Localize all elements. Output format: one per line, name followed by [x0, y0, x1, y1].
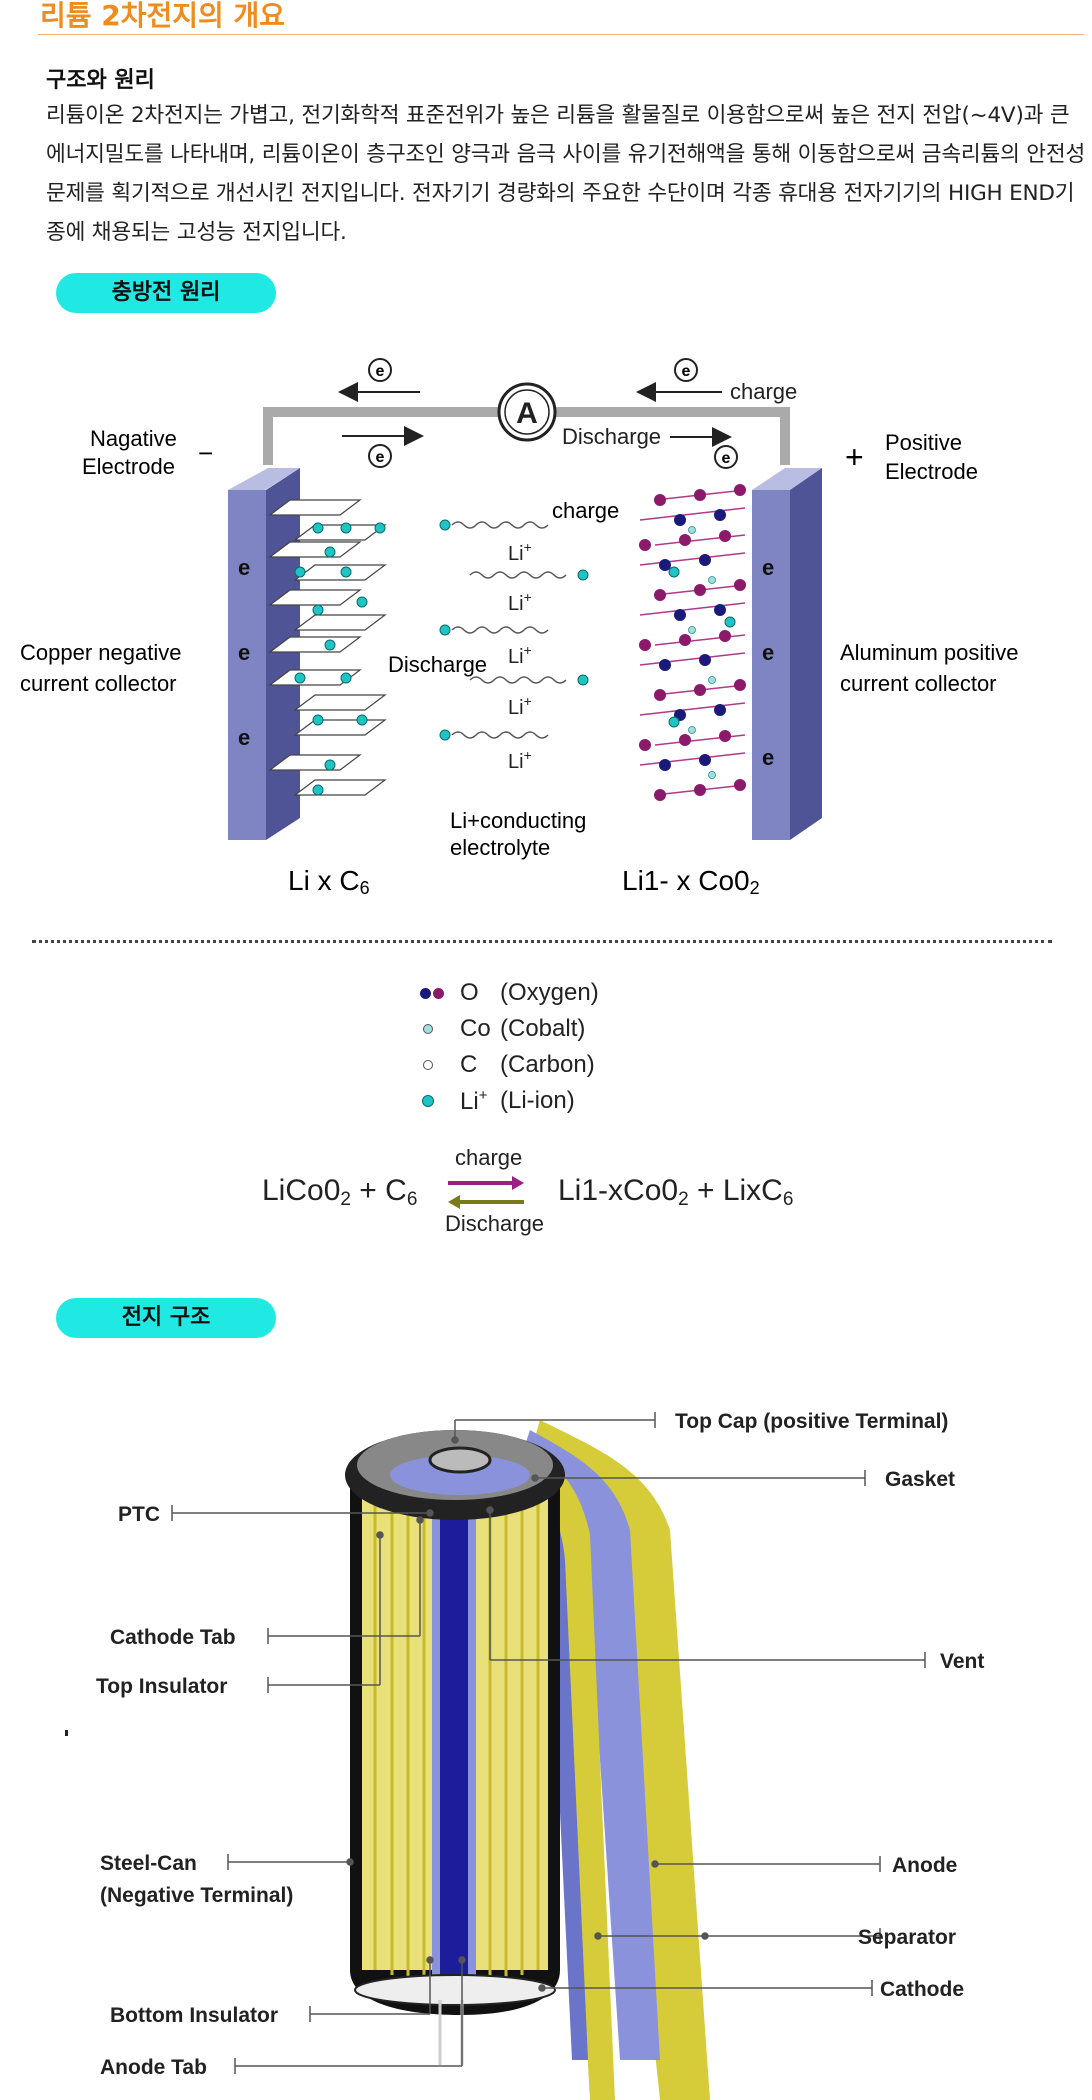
dotted-divider — [32, 940, 1052, 943]
li-ion-icon — [420, 1095, 460, 1107]
label-top-cap: Top Cap (positive Terminal) — [675, 1410, 948, 1433]
copper-collector-line2: current collector — [20, 671, 177, 696]
label-anode: Anode — [892, 1854, 957, 1877]
cathode-sheet — [505, 1440, 615, 2100]
cobalt-icon — [420, 1024, 460, 1034]
oxygen-icon — [420, 987, 460, 999]
electrolyte-line2: electrolyte — [450, 835, 550, 860]
legend-carbon: C (Carbon) — [420, 1047, 599, 1083]
label-cathode-tab: Cathode Tab — [110, 1626, 236, 1649]
equation-right: Li1-xCo02 + LixC6 — [558, 1174, 793, 1210]
negative-sign: − — [198, 438, 213, 468]
equation-left: LiCo02 + C6 — [262, 1174, 417, 1210]
ammeter-label: A — [516, 397, 538, 430]
pill-charge-principle: 충방전 원리 — [56, 273, 276, 313]
legend-cobalt-name: (Cobalt) — [500, 1015, 586, 1042]
charge-label-top: charge — [730, 379, 797, 404]
positive-electrode-line1: Positive — [885, 430, 962, 455]
legend-li-symbol: Li+ — [460, 1086, 488, 1115]
legend-cobalt: Co (Cobalt) — [420, 1011, 599, 1047]
electron-label-4: e — [722, 450, 731, 467]
li-ion-label-5: Li+ — [508, 747, 532, 773]
legend-li-name: (Li-ion) — [500, 1087, 575, 1114]
label-vent: Vent — [940, 1650, 984, 1673]
electrolyte-line1: Li+conducting — [450, 808, 586, 833]
legend-li-ion: Li+ (Li-ion) — [420, 1083, 599, 1119]
page-title: 리튬 2차전지의 개요 — [40, 0, 286, 32]
separator-sheet — [520, 1430, 660, 2060]
carbon-icon — [420, 1060, 460, 1070]
atom-legend: O (Oxygen) Co (Cobalt) C (Carbon) Li+ (L… — [420, 975, 599, 1119]
anode-li-ions — [294, 522, 386, 796]
label-gasket: Gasket — [885, 1468, 955, 1491]
collector-electron-4: e — [762, 555, 774, 580]
cathode-formula: Li1- x Co02 — [622, 865, 760, 898]
li-ion-label-4: Li+ — [508, 693, 532, 719]
reaction-equation: LiCo02 + C6 charge Discharge Li1-xCo02 +… — [262, 1145, 793, 1236]
cell-structure-diagram: Top Cap (positive Terminal) Gasket PTC C… — [65, 1410, 984, 2100]
title-divider — [38, 34, 1084, 35]
positive-electrode-line2: Electrode — [885, 459, 978, 484]
charge-label-middle: charge — [552, 498, 619, 523]
copper-collector — [228, 468, 300, 490]
collector-electron-1: e — [238, 555, 250, 580]
intro-paragraph: 리튬이온 2차전지는 가볍고, 전기화학적 표준전위가 높은 리튬을 활물질로 … — [46, 103, 1086, 245]
label-steel-can-2: (Negative Terminal) — [100, 1884, 293, 1907]
electron-label-2: e — [682, 363, 691, 380]
label-top-insulator: Top Insulator — [96, 1675, 227, 1698]
li-ion-migration — [451, 521, 567, 739]
collector-electron-2: e — [238, 640, 250, 665]
label-separator: Separator — [858, 1926, 956, 1949]
collector-electron-3: e — [238, 725, 250, 750]
negative-electrode-line2: Electrode — [82, 454, 175, 479]
positive-sign: + — [845, 439, 864, 475]
legend-carbon-name: (Carbon) — [500, 1051, 595, 1078]
collector-electron-6: e — [762, 745, 774, 770]
label-steel-can-1: Steel-Can — [100, 1852, 197, 1875]
label-anode-tab: Anode Tab — [100, 2056, 207, 2079]
copper-collector-line1: Copper negative — [20, 640, 181, 665]
collector-electron-5: e — [762, 640, 774, 665]
legend-oxygen: O (Oxygen) — [420, 975, 599, 1011]
section-heading: 구조와 원리 — [46, 68, 155, 93]
li-ion-label-1: Li+ — [508, 539, 532, 565]
legend-cobalt-symbol: Co — [460, 1015, 491, 1042]
li-ion-label-3: Li+ — [508, 642, 532, 668]
label-bottom-insulator: Bottom Insulator — [110, 2004, 278, 2027]
charge-discharge-diagram: A e e charge e Discharge e Nagative Elec… — [20, 358, 1019, 898]
discharge-label-top: Discharge — [562, 424, 661, 449]
anode-formula: Li x C6 — [288, 865, 370, 898]
center-mandrel — [440, 1490, 468, 1980]
li-ion-label-2: Li+ — [508, 589, 532, 615]
aluminum-collector-line2: current collector — [840, 671, 997, 696]
legend-oxygen-symbol: O — [460, 979, 479, 1006]
aluminum-collector-line1: Aluminum positive — [840, 640, 1019, 665]
pill-cell-structure: 전지 구조 — [56, 1298, 276, 1338]
electron-label-1: e — [376, 363, 385, 380]
equation-discharge-label: Discharge — [445, 1211, 544, 1236]
aluminum-collector — [752, 468, 822, 490]
discharge-label-middle: Discharge — [388, 652, 487, 677]
electron-label-3: e — [376, 449, 385, 466]
label-cathode: Cathode — [880, 1978, 964, 2001]
legend-oxygen-name: (Oxygen) — [500, 979, 599, 1006]
equation-charge-label: charge — [455, 1145, 522, 1170]
negative-electrode-line1: Nagative — [90, 426, 177, 451]
legend-carbon-symbol: C — [460, 1051, 478, 1078]
label-ptc: PTC — [118, 1503, 160, 1526]
anode-sheet — [530, 1420, 710, 2100]
